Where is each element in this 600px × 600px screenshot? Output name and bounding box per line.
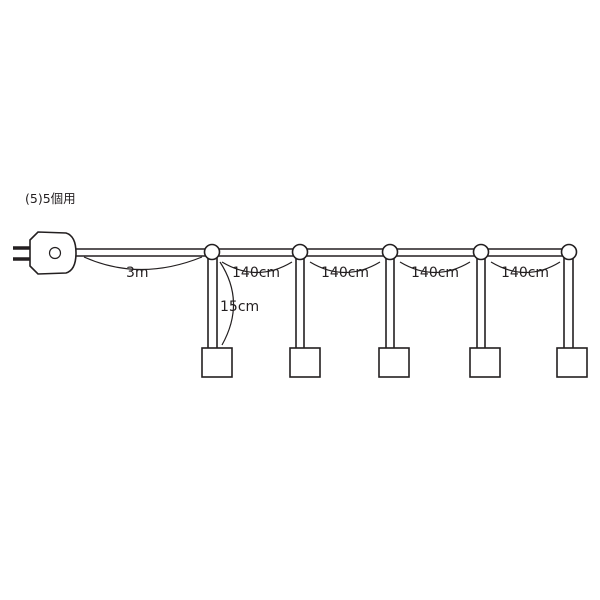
junction-node — [203, 243, 221, 261]
bulb-socket — [289, 347, 321, 378]
diagram-title: (5)5個用 — [25, 191, 76, 206]
spacing-label-4: 140cm — [501, 265, 549, 281]
plug-icon — [13, 231, 77, 275]
junction-node — [291, 243, 309, 261]
spacing-label-1: 140cm — [232, 265, 280, 281]
bulb-socket — [201, 347, 233, 378]
cord-length-label: 3m — [126, 265, 149, 281]
bulb-socket — [556, 347, 588, 378]
dimension-arcs — [83, 256, 561, 346]
spacing-label-3: 140cm — [411, 265, 459, 281]
junction-node — [472, 243, 490, 261]
branch-4 — [469, 243, 501, 378]
bulb-socket — [378, 347, 410, 378]
drop-length-label: 15cm — [220, 299, 259, 315]
branch-3 — [378, 243, 410, 378]
branch-5 — [556, 243, 588, 378]
branch-2 — [289, 243, 321, 378]
junction-node — [381, 243, 399, 261]
branch-1 — [201, 243, 233, 378]
spacing-label-2: 140cm — [321, 265, 369, 281]
bulb-socket — [469, 347, 501, 378]
main-cord — [76, 248, 565, 257]
junction-node — [560, 243, 578, 261]
